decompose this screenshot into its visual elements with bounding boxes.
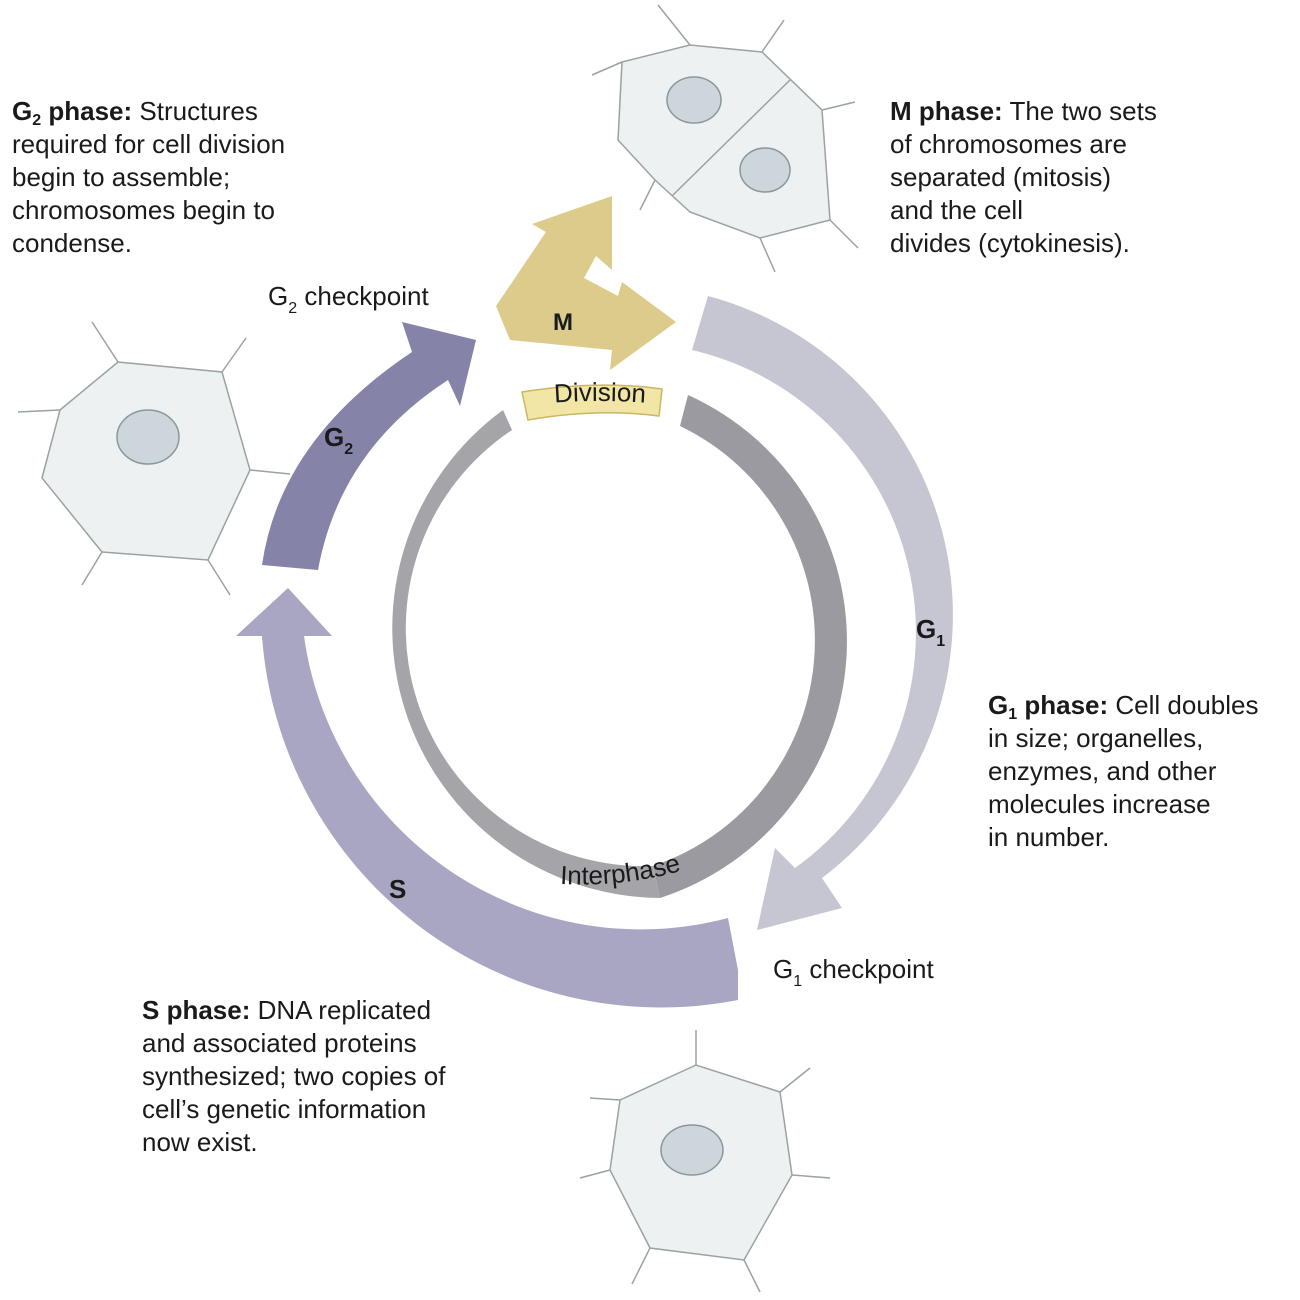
g1-description-lead: G1 phase:: [988, 690, 1109, 723]
s-description: S phase: DNA replicated and associated p…: [142, 995, 446, 1157]
g1-arrow: [692, 296, 953, 930]
division-label: Division: [553, 377, 647, 409]
g1-checkpoint-label: G1 checkpoint: [773, 954, 934, 990]
cell-m-dividing: [591, 4, 859, 273]
m-description-lead: M phase:: [890, 96, 1003, 126]
s-arrow-body: [262, 636, 738, 983]
m-arrow: [496, 196, 676, 370]
g1-phase-label: G1: [916, 614, 945, 650]
g2-phase-label: G2: [324, 422, 353, 458]
division-tag: [521, 384, 663, 421]
interphase-ring-left: [392, 410, 660, 898]
s-phase-label: S: [389, 874, 406, 904]
g2-description-lead: G2 phase:: [12, 96, 133, 129]
cell-g2: [17, 321, 291, 596]
m-phase-label: M: [553, 309, 573, 336]
g2-description: G2 phase: Structures required for cell d…: [12, 96, 286, 258]
interphase-ring-right: [653, 395, 847, 898]
nucleus-g2: [116, 409, 180, 465]
g2-checkpoint-label: G2 checkpoint: [268, 281, 429, 317]
s-description-lead: S phase:: [142, 995, 251, 1025]
cell-g1: [579, 1030, 831, 1293]
m-description: M phase: The two sets of chromosomes are…: [890, 96, 1157, 258]
g2-arrow: [262, 322, 476, 570]
g1-description: G1 phase: Cell doubles in size; organell…: [988, 690, 1259, 852]
